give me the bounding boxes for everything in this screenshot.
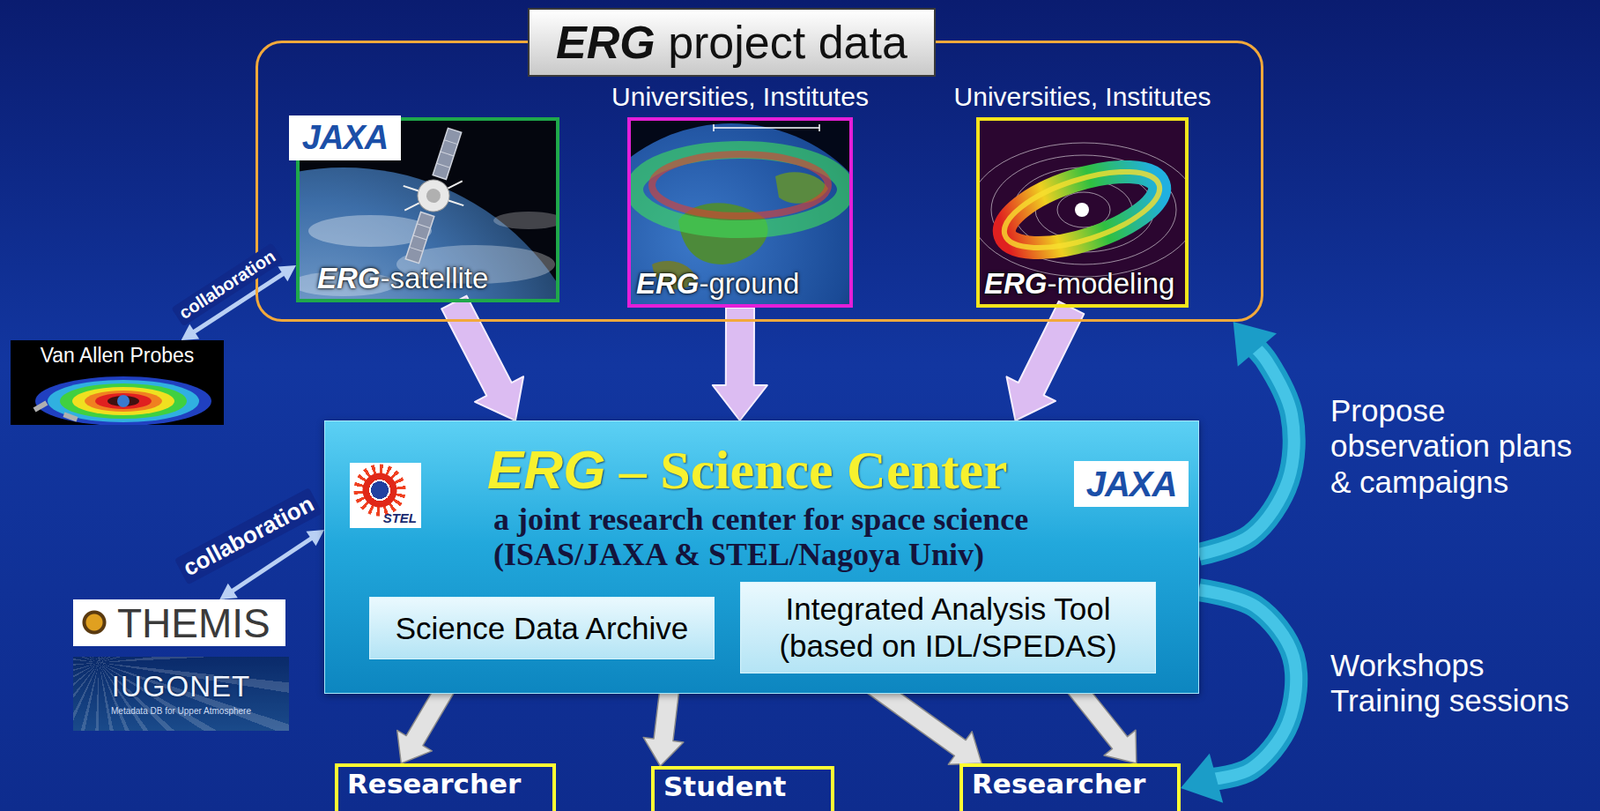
box-text: Science Data Archive	[395, 610, 689, 646]
arrow-head	[1180, 753, 1223, 803]
satellite-image	[493, 211, 560, 230]
edge-label: Workshops Training sessions	[1330, 647, 1586, 719]
arrow-shape	[712, 307, 768, 421]
logo-box: THEMIS	[73, 599, 286, 646]
user-box: Researcher	[334, 762, 556, 811]
process-box: Integrated Analysis Tool (based on IDL/S…	[740, 581, 1156, 674]
user-text: Student	[663, 770, 823, 803]
arrow-head	[305, 529, 325, 546]
probes-image	[47, 379, 200, 423]
text-rest: -modeling	[1047, 266, 1176, 300]
satellite-image	[424, 186, 443, 205]
arrow-shaft	[1199, 589, 1297, 779]
logo-text: THEMIS	[117, 602, 271, 644]
feedback-arrow	[1199, 321, 1295, 555]
arrow-head	[219, 583, 238, 600]
edge-label: Propose observation plans & campaigns	[1330, 392, 1586, 500]
emphasis-word: ERG	[487, 438, 606, 500]
logo-text: IUGONET	[111, 670, 251, 703]
center-subtitle: a joint research center for space scienc…	[493, 501, 1058, 573]
logo-subtext: Metadata DB for Upper Atmosphere	[111, 705, 252, 717]
model-image	[976, 117, 1189, 308]
user-box: Student	[651, 765, 835, 811]
logo-text: STEL	[349, 462, 422, 528]
probes-image	[84, 390, 163, 412]
emphasis-word: ERG	[555, 16, 656, 68]
image-box: Van Allen Probes	[10, 340, 224, 425]
image-box: Universities, InstitutesERG-modeling	[976, 117, 1189, 308]
ground-network-image	[627, 123, 853, 308]
probes-image	[10, 340, 224, 425]
user-text: Researcher	[971, 768, 1169, 800]
probes-image	[72, 386, 175, 415]
probes-image	[107, 395, 140, 407]
panel-title: ERG project data	[527, 7, 936, 77]
user-text: Researcher	[347, 768, 544, 800]
probes-image	[95, 392, 152, 409]
satellite-image	[413, 175, 453, 215]
center-title: ERG – Science Center	[487, 439, 1008, 500]
arrow-head	[277, 265, 297, 282]
ground-network-image	[627, 117, 853, 308]
text-rest: – Science Center	[605, 439, 1008, 500]
arrow-shape	[441, 296, 524, 421]
text-rest: -ground	[699, 266, 800, 300]
logo-box: IUGONET Metadata DB for Upper Atmosphere	[73, 656, 289, 731]
arrow-shaft	[1199, 347, 1295, 555]
data-flow-arrow	[712, 307, 768, 421]
arrow-shaft	[1199, 589, 1297, 779]
image-caption: ERG-ground	[636, 266, 800, 301]
box-heading: Universities, Institutes	[954, 81, 1212, 113]
user-box: Researcher	[959, 762, 1181, 811]
logo-text: JAXA	[288, 115, 401, 161]
logo-text: JAXA	[1074, 460, 1189, 507]
probes-image	[59, 383, 187, 419]
image-caption: Van Allen Probes	[10, 343, 224, 367]
probes-image	[35, 376, 212, 425]
model-image	[995, 155, 1169, 264]
model-image	[976, 142, 1189, 277]
probes-image	[62, 411, 78, 422]
image-caption: ERG-satellite	[317, 261, 489, 296]
center-box: ERG – Science Centera joint research cen…	[324, 420, 1200, 694]
satellite-image	[296, 167, 560, 303]
model-image	[995, 155, 1169, 264]
ground-network-image	[634, 149, 846, 230]
arrow-head	[181, 324, 200, 341]
probes-image	[33, 400, 49, 412]
data-flow-arrow	[441, 296, 524, 421]
probes-image	[117, 394, 130, 408]
box-heading: Universities, Institutes	[611, 81, 869, 113]
model-image	[976, 142, 1189, 277]
emphasis-word: ERG	[984, 266, 1048, 300]
arrow-head	[1233, 321, 1277, 367]
model-image	[976, 117, 1189, 308]
probes-image	[35, 376, 212, 425]
edge-label: collaboration	[174, 487, 323, 585]
model-image	[1074, 202, 1089, 217]
text-rest: project data	[655, 16, 908, 68]
image-caption: ERG-modeling	[984, 266, 1175, 301]
emphasis-word: ERG	[317, 261, 381, 295]
satellite-image	[396, 163, 472, 228]
process-box: Science Data Archive	[369, 596, 715, 660]
satellite-image	[409, 140, 459, 252]
group-panel: ERG project dataERG-satelliteUniversitie…	[255, 40, 1264, 322]
emphasis-word: ERG	[636, 266, 700, 300]
arrow-shaft	[1199, 347, 1295, 555]
ground-network-image	[651, 154, 829, 216]
box-text: Integrated Analysis Tool (based on IDL/S…	[754, 590, 1142, 665]
image-box: Universities, InstitutesERG-ground	[627, 117, 853, 308]
ground-network-image	[713, 124, 820, 132]
model-image	[991, 155, 1177, 265]
text-rest: -satellite	[380, 261, 489, 295]
probes-image	[10, 340, 224, 425]
model-image	[995, 155, 1169, 264]
